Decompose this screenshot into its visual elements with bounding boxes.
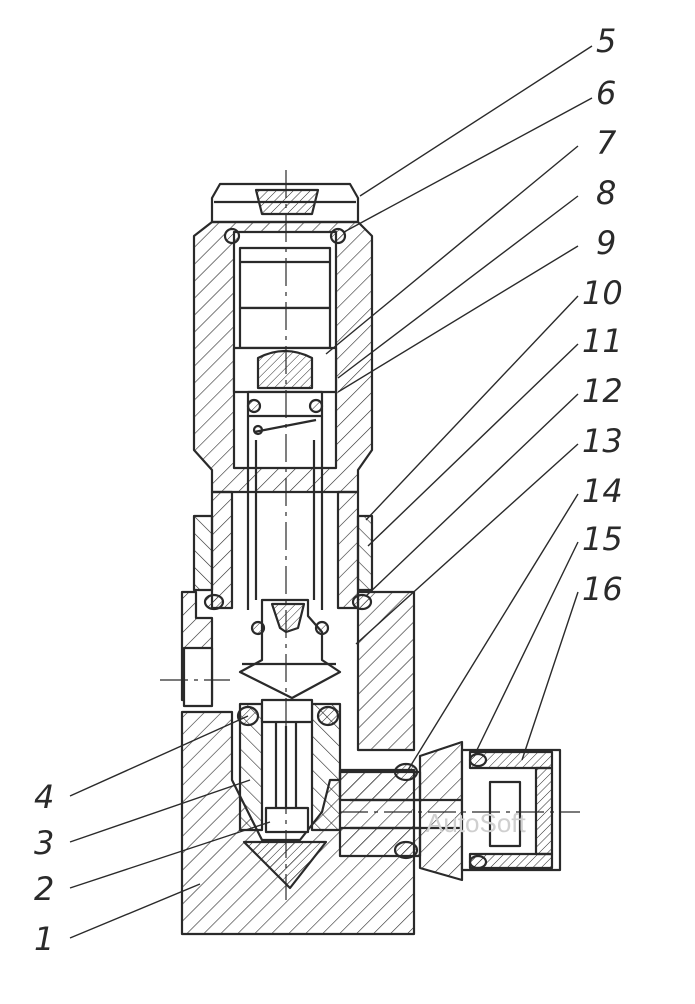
callout-1: 1: [34, 920, 54, 958]
callout-13: 13: [582, 422, 623, 460]
callout-9: 9: [596, 224, 616, 262]
callout-2: 2: [34, 870, 54, 908]
callout-6: 6: [596, 74, 616, 112]
callout-8: 8: [596, 174, 616, 212]
leader-lines: [69, 45, 593, 939]
stem-tube: [246, 416, 324, 610]
callout-numbers: 5 6 7 8 9 10 11 12 13 14 15 16 4 3 2 1: [34, 22, 623, 958]
valve-head: [238, 598, 342, 700]
callout-5: 5: [596, 22, 616, 60]
centerlines: [160, 170, 580, 900]
top-cap: [210, 182, 360, 224]
callout-11: 11: [582, 322, 623, 360]
callout-3: 3: [34, 824, 54, 862]
callout-7: 7: [596, 124, 617, 162]
collar: [192, 490, 374, 611]
main-body: [180, 590, 416, 936]
watermark: AutoSoft: [426, 808, 527, 838]
side-outlet: [338, 740, 562, 882]
callout-16: 16: [582, 570, 623, 608]
callout-15: 15: [582, 520, 623, 558]
callout-12: 12: [582, 372, 623, 410]
callout-10: 10: [582, 274, 623, 312]
callout-4: 4: [34, 778, 54, 816]
callout-14: 14: [582, 472, 623, 510]
inner-piston: [232, 246, 338, 436]
